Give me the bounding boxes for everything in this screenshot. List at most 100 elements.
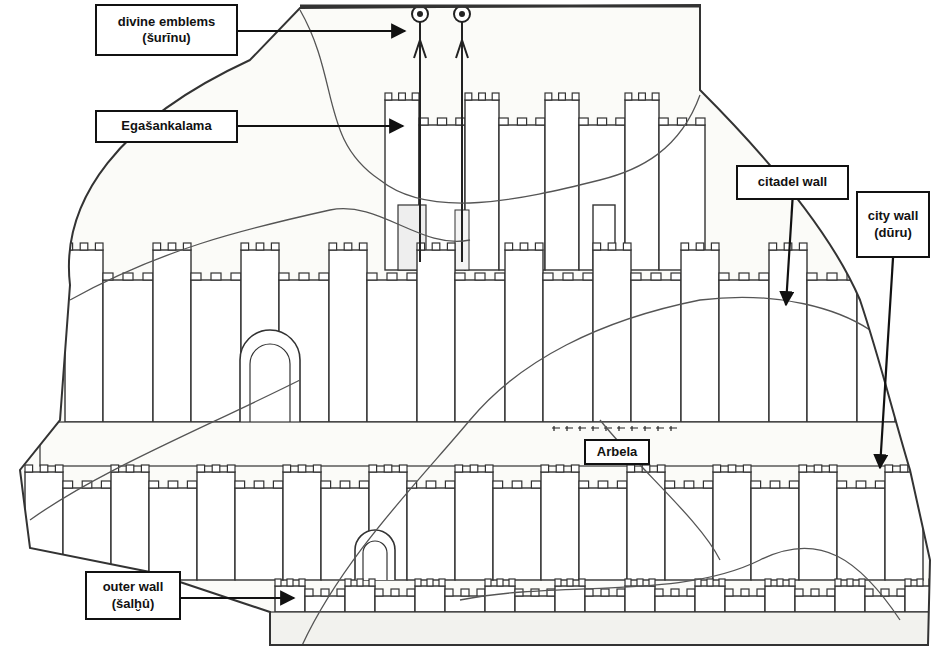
merlon (917, 579, 923, 586)
merlon (583, 273, 593, 280)
emblem-disc (412, 6, 428, 22)
merlon (811, 589, 819, 596)
merlon (567, 579, 573, 586)
merlon (153, 243, 161, 250)
merlon (541, 465, 549, 472)
merlon (497, 579, 503, 586)
merlon (385, 93, 392, 100)
callout-box: city wall (dūru) (856, 191, 930, 258)
citadel-tower (593, 250, 631, 422)
merlon (509, 579, 515, 586)
merlon (321, 589, 329, 596)
merlon (319, 273, 329, 280)
merlon (897, 589, 905, 596)
outer-wall-block (765, 586, 795, 612)
outer-wall-block (305, 596, 345, 612)
outer-wall-block (415, 586, 445, 612)
merlon (495, 273, 505, 280)
merlon (687, 589, 695, 596)
leader-arrow (238, 30, 405, 32)
citadel-tower (191, 280, 241, 422)
merlon (168, 243, 176, 250)
merlon (707, 579, 713, 586)
city-wall-tower (751, 488, 799, 580)
merlon (512, 481, 522, 488)
merlon (197, 465, 205, 472)
merlon (885, 465, 893, 472)
citadel-tower (543, 280, 593, 422)
callout-label: Arbela (597, 444, 637, 460)
cuneiform-mark (630, 426, 638, 431)
emblem-disc (454, 6, 470, 22)
merlon (187, 481, 197, 488)
merlon (407, 273, 417, 280)
merlon (415, 579, 421, 586)
merlon (101, 481, 111, 488)
merlon (340, 481, 350, 488)
merlon (337, 589, 345, 596)
merlon (445, 589, 453, 596)
merlon (505, 243, 513, 250)
merlon (617, 481, 627, 488)
emblem-disc (417, 11, 423, 17)
merlon (639, 93, 646, 100)
merlon (759, 273, 769, 280)
merlon (652, 93, 659, 100)
merlon (769, 243, 777, 250)
outer-wall-block (655, 596, 695, 612)
merlon (305, 589, 313, 596)
crack-line (460, 548, 900, 620)
merlon (344, 243, 352, 250)
merlon (807, 273, 817, 280)
citadel-gate-arch (240, 330, 300, 422)
merlon (579, 118, 588, 125)
merlon (627, 465, 635, 472)
crack-line (300, 297, 870, 650)
merlon (40, 465, 48, 472)
city-wall-tower (627, 472, 665, 580)
merlon (571, 465, 579, 472)
city-wall-tower (493, 488, 541, 580)
merlon (751, 481, 761, 488)
merlon (835, 579, 841, 586)
city-wall-tower (665, 488, 713, 580)
merlon (623, 243, 631, 250)
merlon (696, 118, 705, 125)
merlon (191, 273, 201, 280)
citadel-tower (367, 280, 417, 422)
merlon (329, 243, 337, 250)
merlon (545, 93, 552, 100)
merlon (579, 481, 589, 488)
merlon (227, 465, 235, 472)
merlon (63, 481, 73, 488)
merlon (493, 481, 503, 488)
merlon (299, 579, 305, 586)
merlon (384, 465, 392, 472)
merlon (437, 118, 446, 125)
city-wall-tower (407, 488, 455, 580)
merlon (556, 465, 564, 472)
city-wall-tower (25, 472, 63, 580)
merlon (235, 481, 245, 488)
merlon (432, 243, 440, 250)
merlon (563, 273, 573, 280)
citadel-tower (719, 280, 769, 422)
merlon (211, 273, 221, 280)
city-wall-tower (713, 472, 751, 580)
merlon (865, 589, 873, 596)
merlon (655, 589, 663, 596)
merlon (485, 579, 491, 586)
merlon (829, 465, 837, 472)
outer-wall-block (625, 586, 655, 612)
merlon (212, 465, 220, 472)
merlon (743, 465, 751, 472)
merlon (757, 589, 765, 596)
merlon (369, 579, 375, 586)
merlon (598, 481, 608, 488)
merlon (357, 579, 363, 586)
emblem-ribbon (456, 40, 468, 58)
crack-line (300, 10, 700, 203)
